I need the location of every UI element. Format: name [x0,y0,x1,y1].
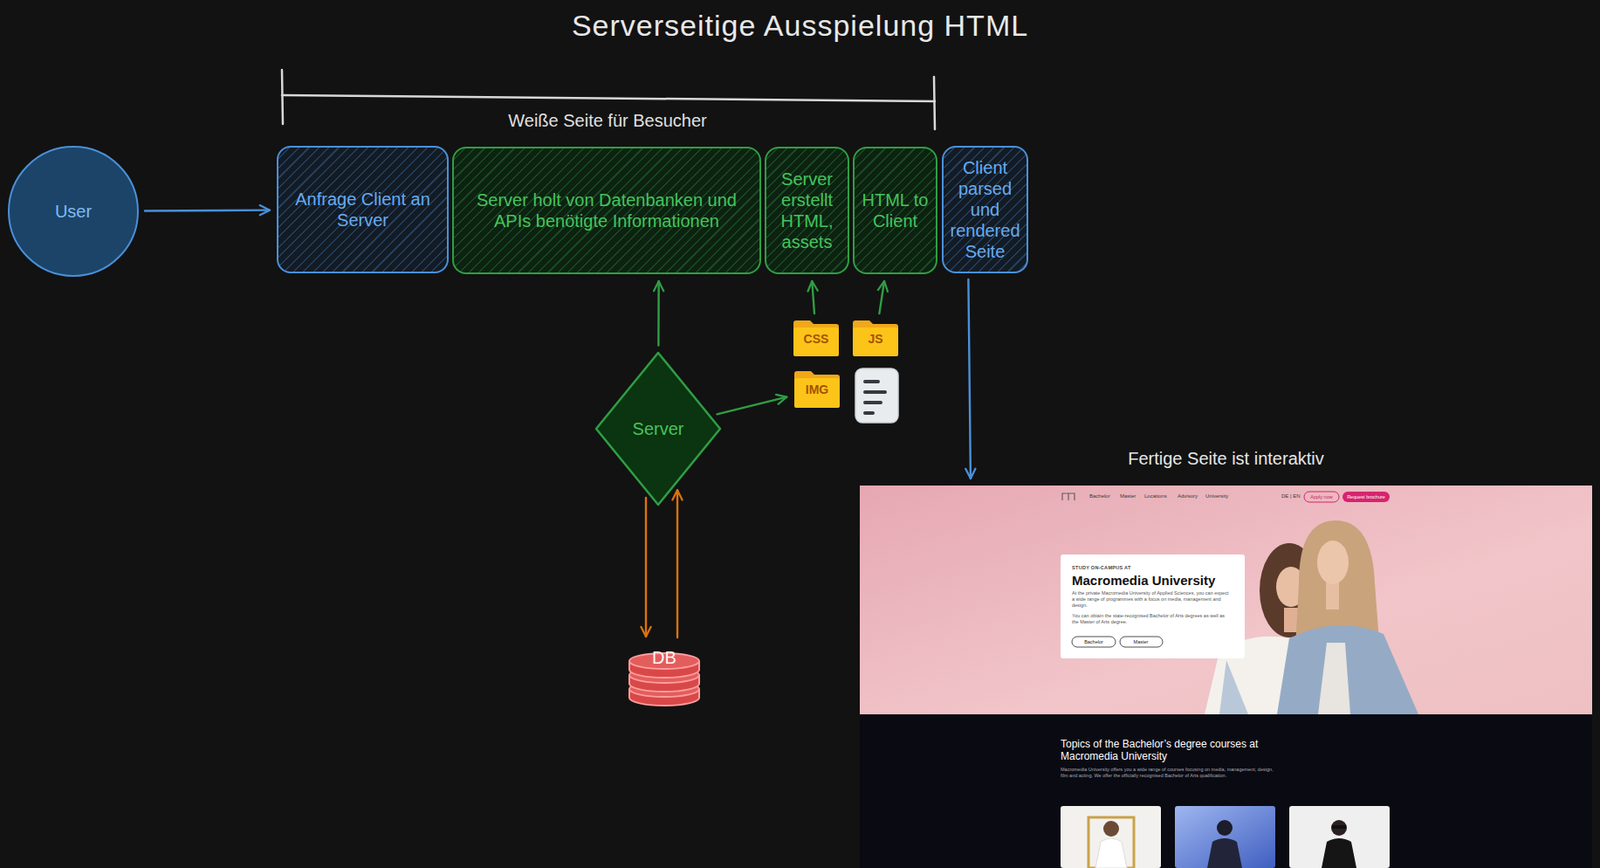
flow-arrow [716,397,787,415]
hero-paragraph: At the private Macromedia University of … [1071,590,1230,609]
website-screenshot-art [859,485,1593,868]
folder-name: CSS [792,331,840,346]
nav-item: University [1205,493,1229,500]
button-label: Apply now [1310,494,1333,500]
hero-ground [859,485,1593,715]
folder-name: IMG [793,382,841,397]
folder-icon: CSS [792,319,840,358]
folder-back [793,320,839,357]
folder-back [852,320,899,357]
flow-arrow [811,281,815,314]
folder-back [794,370,840,408]
illustration-shape [1088,817,1134,868]
hero-card [1060,554,1245,659]
step-text: Server holt von Datenbanken und APIs ben… [458,189,756,232]
step-text: Anfrage Client an Server [282,188,443,231]
process-box: Client parsed und rendered Seite [941,145,1029,274]
process-box: Server holt von Datenbanken und APIs ben… [452,146,762,275]
bracket-tick [281,69,283,124]
course-cards [1060,805,1390,868]
nav-item: Advisory [1177,493,1198,500]
illustration-shape [1060,805,1161,868]
flow-arrow [968,279,971,479]
document-sheet [855,368,899,423]
actor-name: User [9,201,138,222]
step-text: Server erstellt HTML, assets [770,168,844,253]
bracket-tick [933,76,935,130]
website-screenshot: Fertige Seite ist interaktiv [859,485,1593,868]
flow-arrow [657,281,660,345]
folder-front [793,327,839,357]
flow-arrow [878,281,885,314]
hero-paragraph: You can obtain the state-recognised Bach… [1071,612,1230,625]
folder-icon: IMG [793,370,841,409]
illustration-shape [1216,819,1233,836]
illustration-shape [1219,659,1249,715]
illustration-shape [1289,805,1390,868]
illustration-shape [1277,624,1419,715]
flow-arrow [645,497,647,637]
section-text: Macromedia University offers you a wide … [1060,766,1279,779]
database-name: DB [627,647,701,668]
button-label: Bachelor [1084,638,1104,645]
section-heading: Topics of the Bachelor’s degree courses … [1060,737,1271,763]
nav-item: Master [1119,493,1136,500]
process-box: Anfrage Client an Server [276,145,449,274]
card-button [1071,636,1116,647]
screenshot-heading: Fertige Seite ist interaktiv [859,448,1593,469]
timespan-bracket [281,95,935,102]
flow-arrow [144,208,270,212]
illustration-shape [1284,607,1298,632]
illustration-shape [1332,824,1346,829]
illustration-shape [1095,837,1127,868]
database-cylinder: DB [627,643,701,707]
server-name: Server [594,418,722,440]
step-text: Client parsed und rendered Seite [947,157,1023,262]
illustration-shape [1331,819,1347,836]
flow-arrow [676,489,679,638]
logo-mark [1062,493,1075,501]
illustration-shape [1103,820,1120,837]
illustration-shape [1318,642,1351,715]
process-box: Server erstellt HTML, assets [764,146,850,275]
kicker-text: STUDY ON-CAMPUS AT [1071,564,1132,571]
span-label: Weiße Seite für Besucher [508,110,708,131]
document-icon [855,368,899,423]
page-ground [859,485,1593,868]
server-diamond: Server [594,350,722,507]
card-button [1119,636,1163,647]
button-label: Request brochure [1346,494,1386,500]
illustration-shape [1325,581,1340,610]
button-label: Master [1133,638,1149,645]
folder-name: JS [851,331,900,346]
illustration-shape [1317,540,1349,584]
nav-button [1342,491,1390,502]
nav-button [1304,491,1340,502]
diagram-title: Serverseitige Ausspielung HTML [0,8,1600,43]
document-lines [865,381,886,413]
nav-item: Locations [1144,493,1168,500]
folder-icon: JS [851,319,900,358]
illustration-shape [1174,805,1276,868]
folder-front [852,327,899,357]
hero-heading: Macromedia University [1071,572,1216,589]
actor-circle: User [7,145,139,277]
language-switch: DE | EN [1281,493,1301,500]
process-box: HTML to Client [852,146,938,275]
illustration-shape [1321,837,1357,868]
illustration-shape [1207,837,1243,868]
step-text: HTML to Client [858,189,932,232]
folder-front [794,377,840,408]
nav-item: Bachelor [1089,493,1111,500]
